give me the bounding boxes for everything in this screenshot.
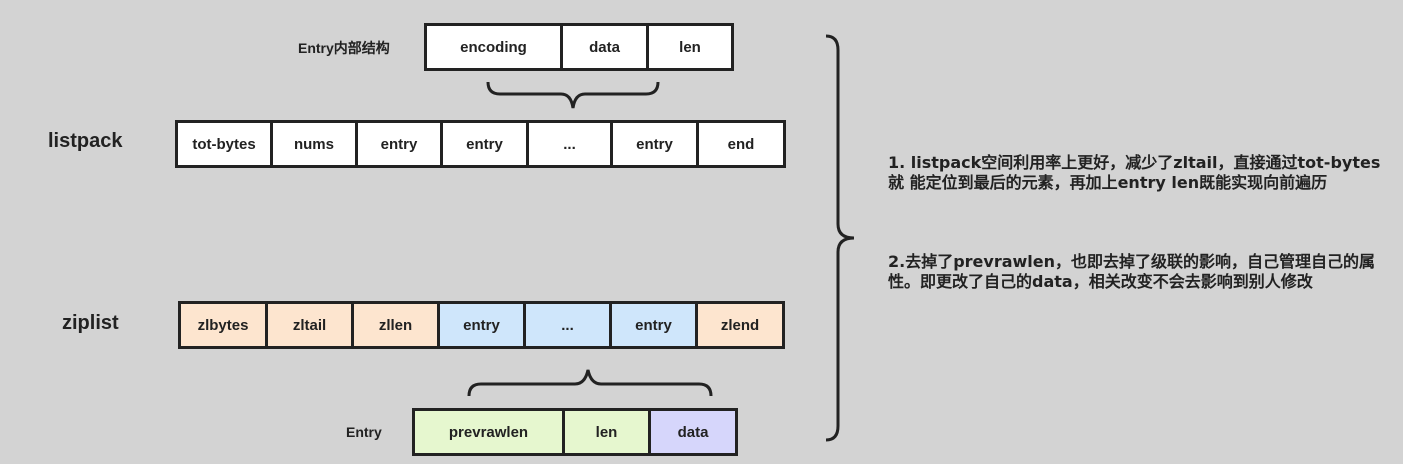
entry-encoding-cell: encoding <box>427 26 563 68</box>
entry-struct-label: Entry内部结构 <box>298 40 390 56</box>
comparison-brace <box>825 34 855 442</box>
ziplist-label: ziplist <box>62 312 119 334</box>
ziplist-entry-label: Entry <box>346 424 382 440</box>
listpack-ellipsis-cell: ... <box>529 123 613 165</box>
listpack-row: tot-bytes nums entry entry ... entry end <box>175 120 786 168</box>
ziplist-entry-brace <box>467 369 713 397</box>
listpack-label: listpack <box>48 130 123 152</box>
notes-point-1: 1. listpack空间利用率上更好，减少了zltail，直接通过tot-by… <box>888 153 1388 193</box>
ziplist-entry-struct: prevrawlen len data <box>412 408 738 456</box>
entry-data-cell: data <box>651 411 735 453</box>
notes-point-1-text: 1. listpack空间利用率上更好，减少了zltail，直接通过tot-by… <box>888 153 1381 192</box>
entry-prevrawlen-cell: prevrawlen <box>415 411 565 453</box>
ziplist-zlbytes-cell: zlbytes <box>181 304 268 346</box>
listpack-entry-cell: entry <box>613 123 699 165</box>
listpack-entry-struct: encoding data len <box>424 23 734 71</box>
ziplist-entry-cell: entry <box>612 304 698 346</box>
notes-point-2: 2.去掉了prevrawlen，也即去掉了级联的影响，自己管理自己的属性。即更改… <box>888 252 1388 292</box>
ziplist-ellipsis-cell: ... <box>526 304 612 346</box>
ziplist-row: zlbytes zltail zllen entry ... entry zle… <box>178 301 785 349</box>
notes-point-2-text: 2.去掉了prevrawlen，也即去掉了级联的影响，自己管理自己的属性。即更改… <box>888 252 1376 291</box>
entry-len-cell: len <box>649 26 731 68</box>
ziplist-zlend-cell: zlend <box>698 304 782 346</box>
ziplist-zltail-cell: zltail <box>268 304 354 346</box>
ziplist-zllen-cell: zllen <box>354 304 440 346</box>
entry-data-cell: data <box>563 26 649 68</box>
listpack-tot-bytes-cell: tot-bytes <box>178 123 273 165</box>
entry-struct-brace <box>486 81 660 109</box>
ziplist-entry-cell: entry <box>440 304 526 346</box>
listpack-nums-cell: nums <box>273 123 358 165</box>
listpack-end-cell: end <box>699 123 783 165</box>
entry-len-cell: len <box>565 411 651 453</box>
listpack-entry-cell: entry <box>358 123 443 165</box>
listpack-entry-cell: entry <box>443 123 529 165</box>
